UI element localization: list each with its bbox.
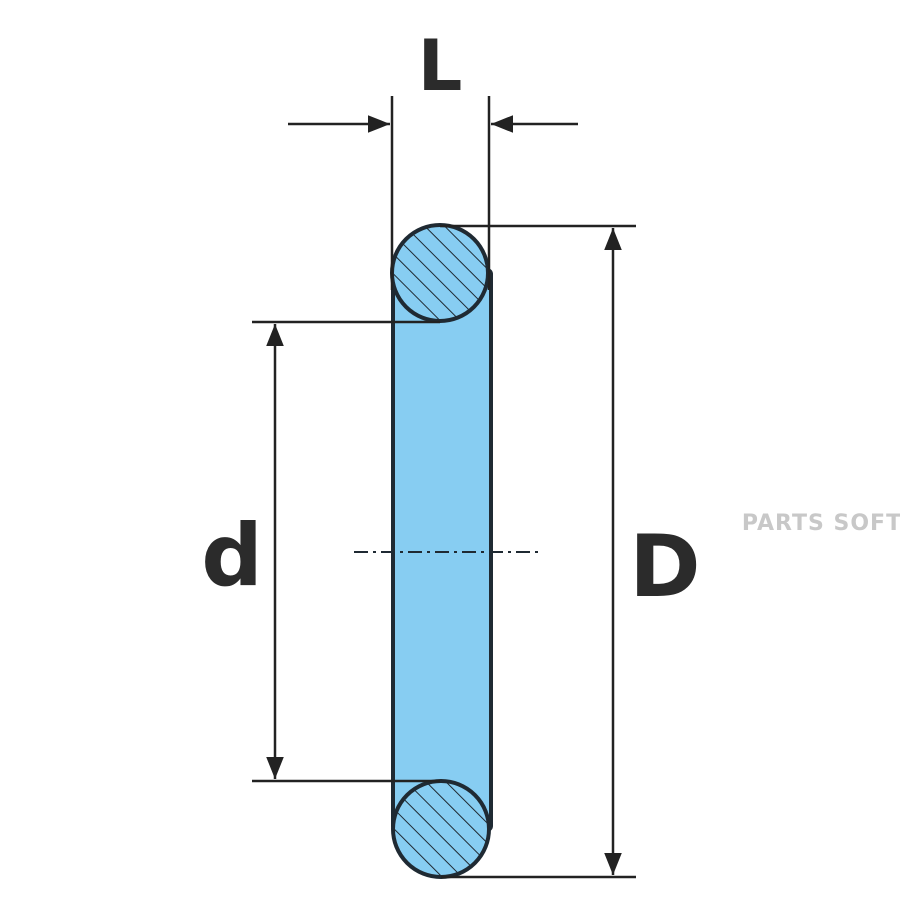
- width-label: L: [418, 25, 463, 107]
- outer-diameter-label: D: [629, 517, 700, 617]
- cross-section-bottom: [391, 779, 491, 879]
- ring-body: [391, 268, 493, 832]
- inner-diameter-label: d: [201, 506, 263, 606]
- cross-section-top: [390, 223, 490, 323]
- watermark-text: PARTS SOFT: [742, 511, 900, 536]
